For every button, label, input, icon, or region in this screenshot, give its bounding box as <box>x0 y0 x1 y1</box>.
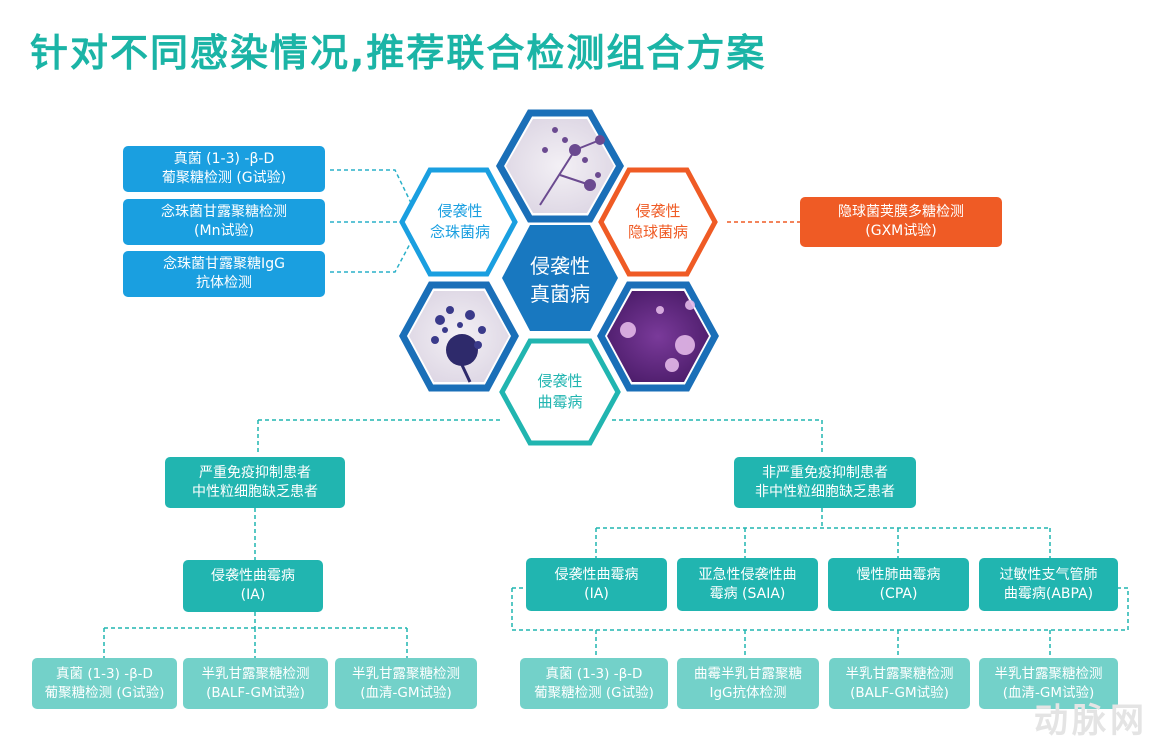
gm-igg-test-box: 曲霉半乳甘露聚糖 IgG抗体检测 <box>677 658 819 709</box>
saia-box: 亚急性侵袭性曲 霉病 (SAIA) <box>677 558 818 611</box>
non-severe-g-test-box: 真菌 (1-3) -β-D 葡聚糖检测 (G试验) <box>520 658 668 709</box>
gxm-test-box: 隐球菌荚膜多糖检测 (GXM试验) <box>800 197 1002 247</box>
crypto-hex <box>598 167 718 277</box>
aspergillus-hex-label: 侵袭性 曲霉病 <box>537 372 583 411</box>
severe-serum-gm-box: 半乳甘露聚糖检测 (血清-GM试验) <box>335 658 477 709</box>
microscope-image-left-hex <box>399 281 519 392</box>
severe-immunosuppressed-box: 严重免疫抑制患者 中性粒细胞缺乏患者 <box>165 457 345 508</box>
microscope-image-right-hex <box>597 281 719 392</box>
center-hex-label: 侵袭性 真菌病 <box>530 254 590 306</box>
microscope-image-top-hex <box>495 109 625 223</box>
aspergillus-hex <box>499 338 621 446</box>
non-severe-balf-gm-box: 半乳甘露聚糖检测 (BALF-GM试验) <box>829 658 970 709</box>
mn-igg-test-box: 念珠菌甘露聚糖IgG 抗体检测 <box>123 251 325 297</box>
non-severe-serum-gm-box: 半乳甘露聚糖检测 (血清-GM试验) <box>979 658 1118 709</box>
candida-hex-label: 侵袭性 念珠菌病 <box>429 202 490 241</box>
cpa-box: 慢性肺曲霉病 (CPA) <box>828 558 969 611</box>
center-hex <box>502 225 618 331</box>
severe-balf-gm-box: 半乳甘露聚糖检测 (BALF-GM试验) <box>183 658 328 709</box>
non-severe-immunosuppressed-box: 非严重免疫抑制患者 非中性粒细胞缺乏患者 <box>734 457 916 508</box>
non-severe-ia-box: 侵袭性曲霉病 (IA) <box>526 558 667 611</box>
severe-g-test-box: 真菌 (1-3) -β-D 葡聚糖检测 (G试验) <box>32 658 177 709</box>
severe-ia-box: 侵袭性曲霉病 (IA) <box>183 560 323 612</box>
g-test-box: 真菌 (1-3) -β-D 葡聚糖检测 (G试验) <box>123 146 325 192</box>
page-title: 针对不同感染情况,推荐联合检测组合方案 <box>30 31 767 75</box>
watermark-logo: 动脉网 <box>1034 701 1148 741</box>
abpa-box: 过敏性支气管肺 曲霉病(ABPA) <box>979 558 1118 611</box>
mn-test-box: 念珠菌甘露聚糖检测 (Mn试验) <box>123 199 325 245</box>
crypto-hex-label: 侵袭性 隐球菌病 <box>627 202 688 241</box>
candida-hex <box>399 167 518 277</box>
